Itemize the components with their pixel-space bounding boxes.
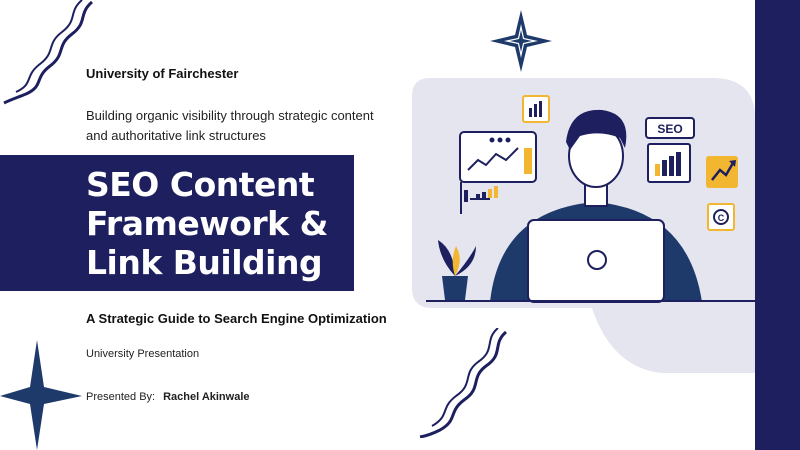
laptop-icon [527, 219, 665, 303]
presenter-name: Rachel Akinwale [163, 391, 250, 403]
trend-up-icon [706, 156, 738, 188]
svg-text:C: C [718, 213, 725, 223]
person-hair [566, 109, 627, 150]
line-chart-icon [459, 131, 537, 214]
title-line-2: Framework & [86, 204, 328, 243]
title-line-3: Link Building [86, 243, 323, 282]
slide-tagline: A Strategic Guide to Search Engine Optim… [86, 311, 387, 326]
seo-badge-text: SEO [657, 122, 682, 136]
speech-bubble-chart-icon: SEO [645, 117, 695, 183]
copyright-icon: C [707, 203, 735, 231]
desk-line [426, 300, 756, 302]
slide-title: SEO Content Framework & Link Building [86, 165, 356, 282]
compass-star-bottom-icon [0, 340, 82, 450]
wave-ribbon-bottom-decoration [419, 328, 508, 438]
wave-ribbon-decoration [3, 0, 94, 105]
institution-name: University of Fairchester [86, 66, 239, 81]
right-edge-bar [755, 0, 800, 450]
slide-subtitle: Building organic visibility through stra… [86, 108, 374, 143]
title-line-1: SEO Content [86, 165, 315, 204]
presenter-label: Presented By: [86, 391, 156, 403]
compass-star-icon [490, 10, 552, 72]
plant-icon [438, 240, 476, 300]
seo-worker-illustration: SEO C [426, 95, 756, 303]
presentation-type: University Presentation [86, 348, 200, 360]
presenter-line: Presented By: Rachel Akinwale [86, 391, 250, 403]
bar-chart-icon [522, 95, 550, 123]
title-band [0, 155, 354, 291]
